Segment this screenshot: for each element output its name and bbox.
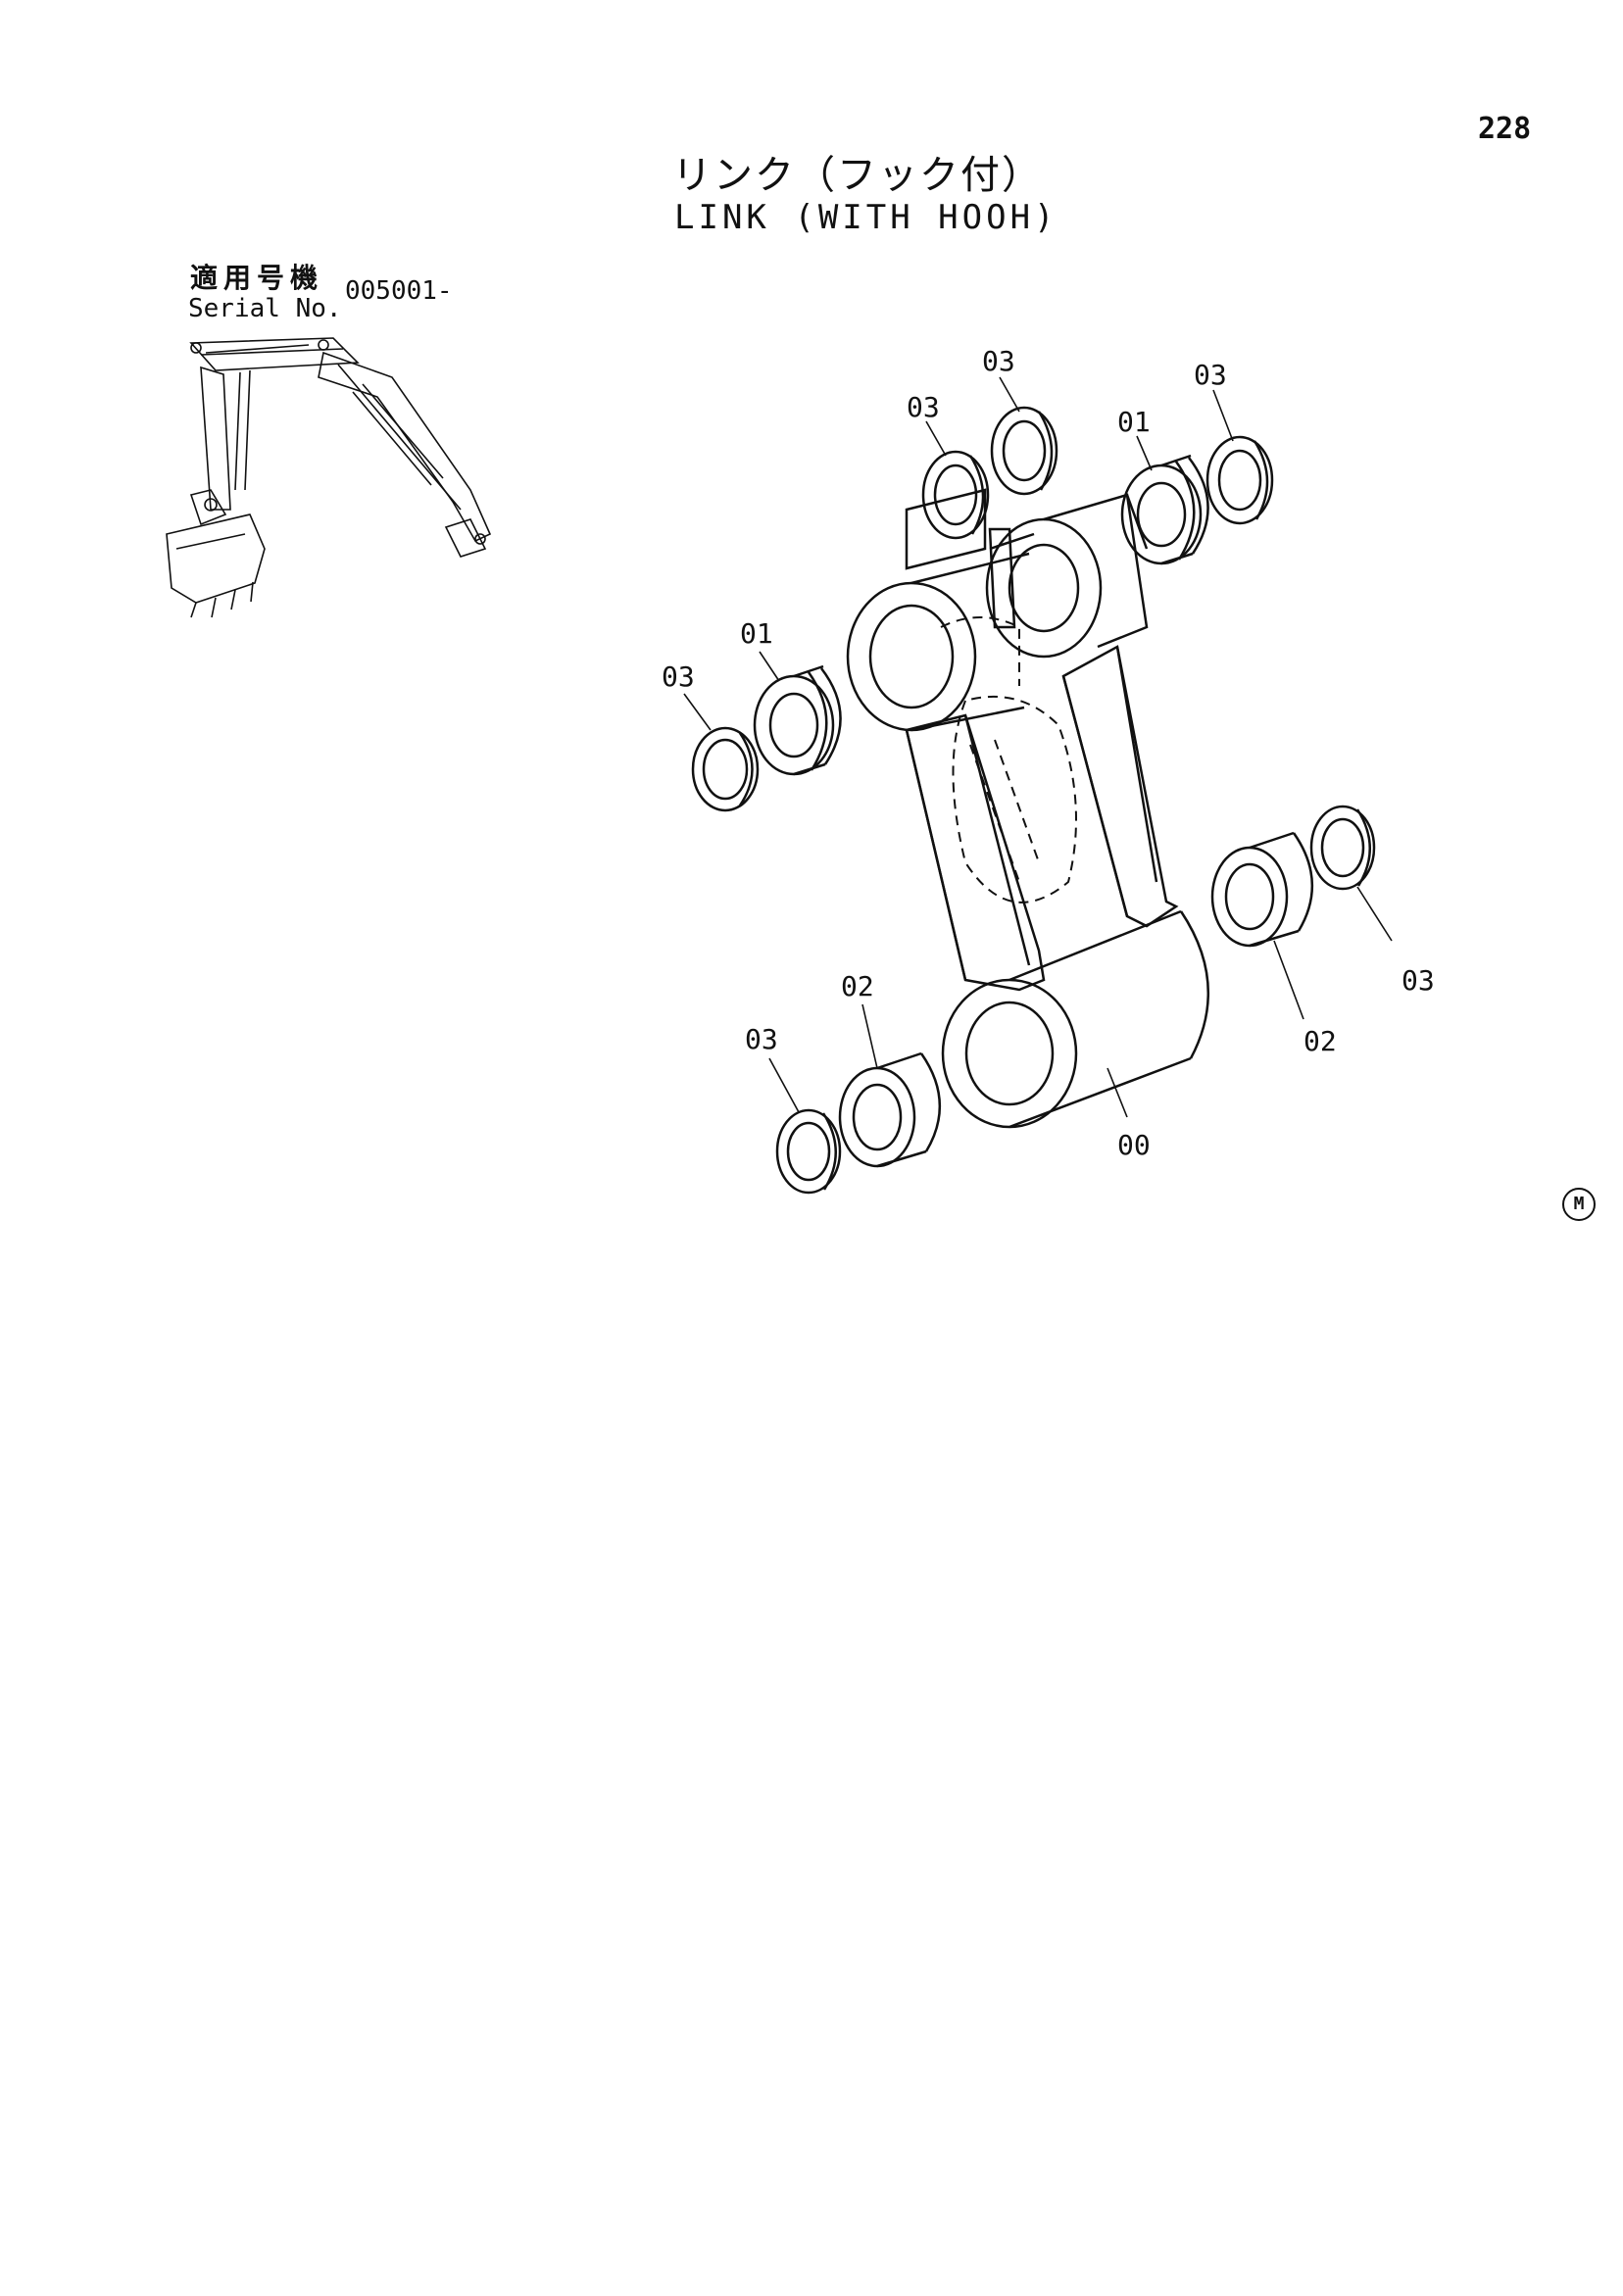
callout-02: 02	[841, 970, 874, 1002]
excavator-thumbnail-icon	[166, 337, 492, 618]
callout-02: 02	[1303, 1025, 1337, 1057]
callout-03: 03	[745, 1023, 778, 1055]
callout-00: 00	[1117, 1129, 1151, 1161]
serial-number-value: 005001-	[345, 276, 453, 306]
bushing-02-bottom	[838, 1051, 942, 1168]
bushing-01-left	[753, 664, 842, 776]
page-title-japanese: リンク（フック付）	[672, 153, 1043, 198]
bushing-02-right	[1210, 831, 1314, 948]
serial-label-english: Serial No.	[188, 294, 342, 323]
serial-label-japanese: 適用号機	[190, 262, 324, 294]
callout-03: 03	[662, 660, 695, 693]
shim-03-right	[1309, 805, 1376, 891]
link-body	[846, 488, 1210, 1129]
callout-03: 03	[1194, 359, 1227, 391]
callout-01: 01	[740, 617, 773, 650]
page-number: 228	[1478, 112, 1532, 146]
page-title-english: LINK (WITH HOOH)	[674, 198, 1058, 237]
shim-03-topright	[1205, 435, 1274, 525]
callout-01: 01	[1117, 406, 1151, 438]
callout-03: 03	[907, 391, 940, 423]
leader-lines	[683, 376, 1393, 1118]
callout-03: 03	[1402, 964, 1435, 997]
shim-03-bottomleft	[775, 1108, 842, 1195]
shim-03-topleft	[990, 406, 1058, 496]
m-mark-icon: M	[1562, 1188, 1596, 1221]
bushing-01-right	[1120, 454, 1209, 565]
shim-03-top	[921, 450, 990, 540]
shim-03-left	[691, 726, 760, 812]
callout-03: 03	[982, 345, 1015, 377]
